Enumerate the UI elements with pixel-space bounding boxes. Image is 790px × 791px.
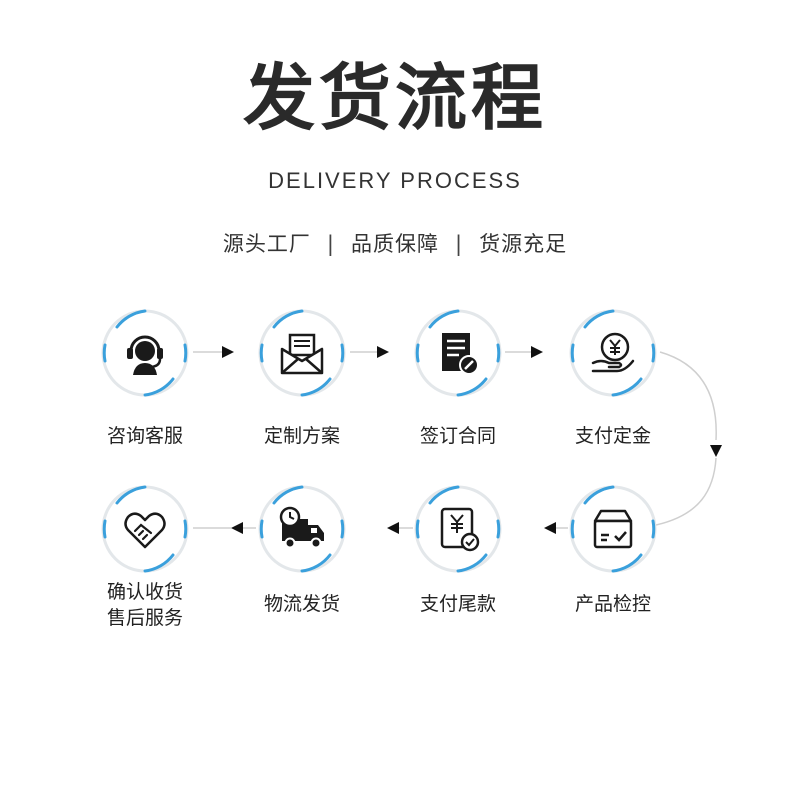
connector-arrow-left <box>387 522 413 534</box>
step-label: 确认收货 售后服务 <box>75 579 215 631</box>
step-node-after-sales <box>97 481 193 577</box>
step-label: 定制方案 <box>263 425 340 447</box>
connector-arrow-right <box>193 346 234 358</box>
connector-arrow-left <box>231 522 256 534</box>
step-node-pay-deposit <box>565 305 661 401</box>
step-node-sign-contract <box>410 305 506 401</box>
step-node-quality-check <box>565 481 661 577</box>
envelope-icon <box>280 333 324 375</box>
page-subtitle: DELIVERY PROCESS <box>268 168 522 193</box>
connector-arrow-left <box>544 522 568 534</box>
step-label: 支付定金 <box>574 425 651 447</box>
tagline-item-supply: 货源充足 <box>479 232 568 256</box>
delivery-truck-icon <box>279 506 324 549</box>
step-label: 咨询客服 <box>106 425 183 447</box>
step-label: 签订合同 <box>419 425 496 447</box>
tagline-separator: | <box>326 232 335 256</box>
handshake-heart-icon <box>124 512 166 549</box>
yen-coin-hand-icon <box>591 332 635 373</box>
tagline-item-quality: 品质保障 <box>351 232 439 256</box>
tagline-item-factory: 源头工厂 <box>222 232 311 256</box>
page-title: 发货流程 <box>242 56 547 140</box>
step-node-pay-balance <box>410 481 506 577</box>
step-label-line: 售后服务 <box>106 607 183 629</box>
connector-curve-down <box>655 351 722 526</box>
step-node-custom-plan <box>254 305 350 401</box>
yen-document-icon <box>440 507 480 552</box>
box-check-icon <box>593 509 633 549</box>
tagline-separator: | <box>455 232 464 256</box>
step-label-line: 确认收货 <box>106 581 183 603</box>
step-node-customer-service <box>97 305 193 401</box>
step-label: 物流发货 <box>263 593 340 615</box>
step-label: 产品检控 <box>574 593 651 615</box>
connector-arrow-right <box>350 346 389 358</box>
step-label: 支付尾款 <box>419 593 496 615</box>
headset-icon <box>127 335 163 375</box>
connector-arrow-right <box>505 346 543 358</box>
tagline: 源头工厂 | 品质保障 | 货源充足 <box>0 228 790 258</box>
contract-icon <box>442 333 479 375</box>
step-node-logistics <box>254 481 350 577</box>
